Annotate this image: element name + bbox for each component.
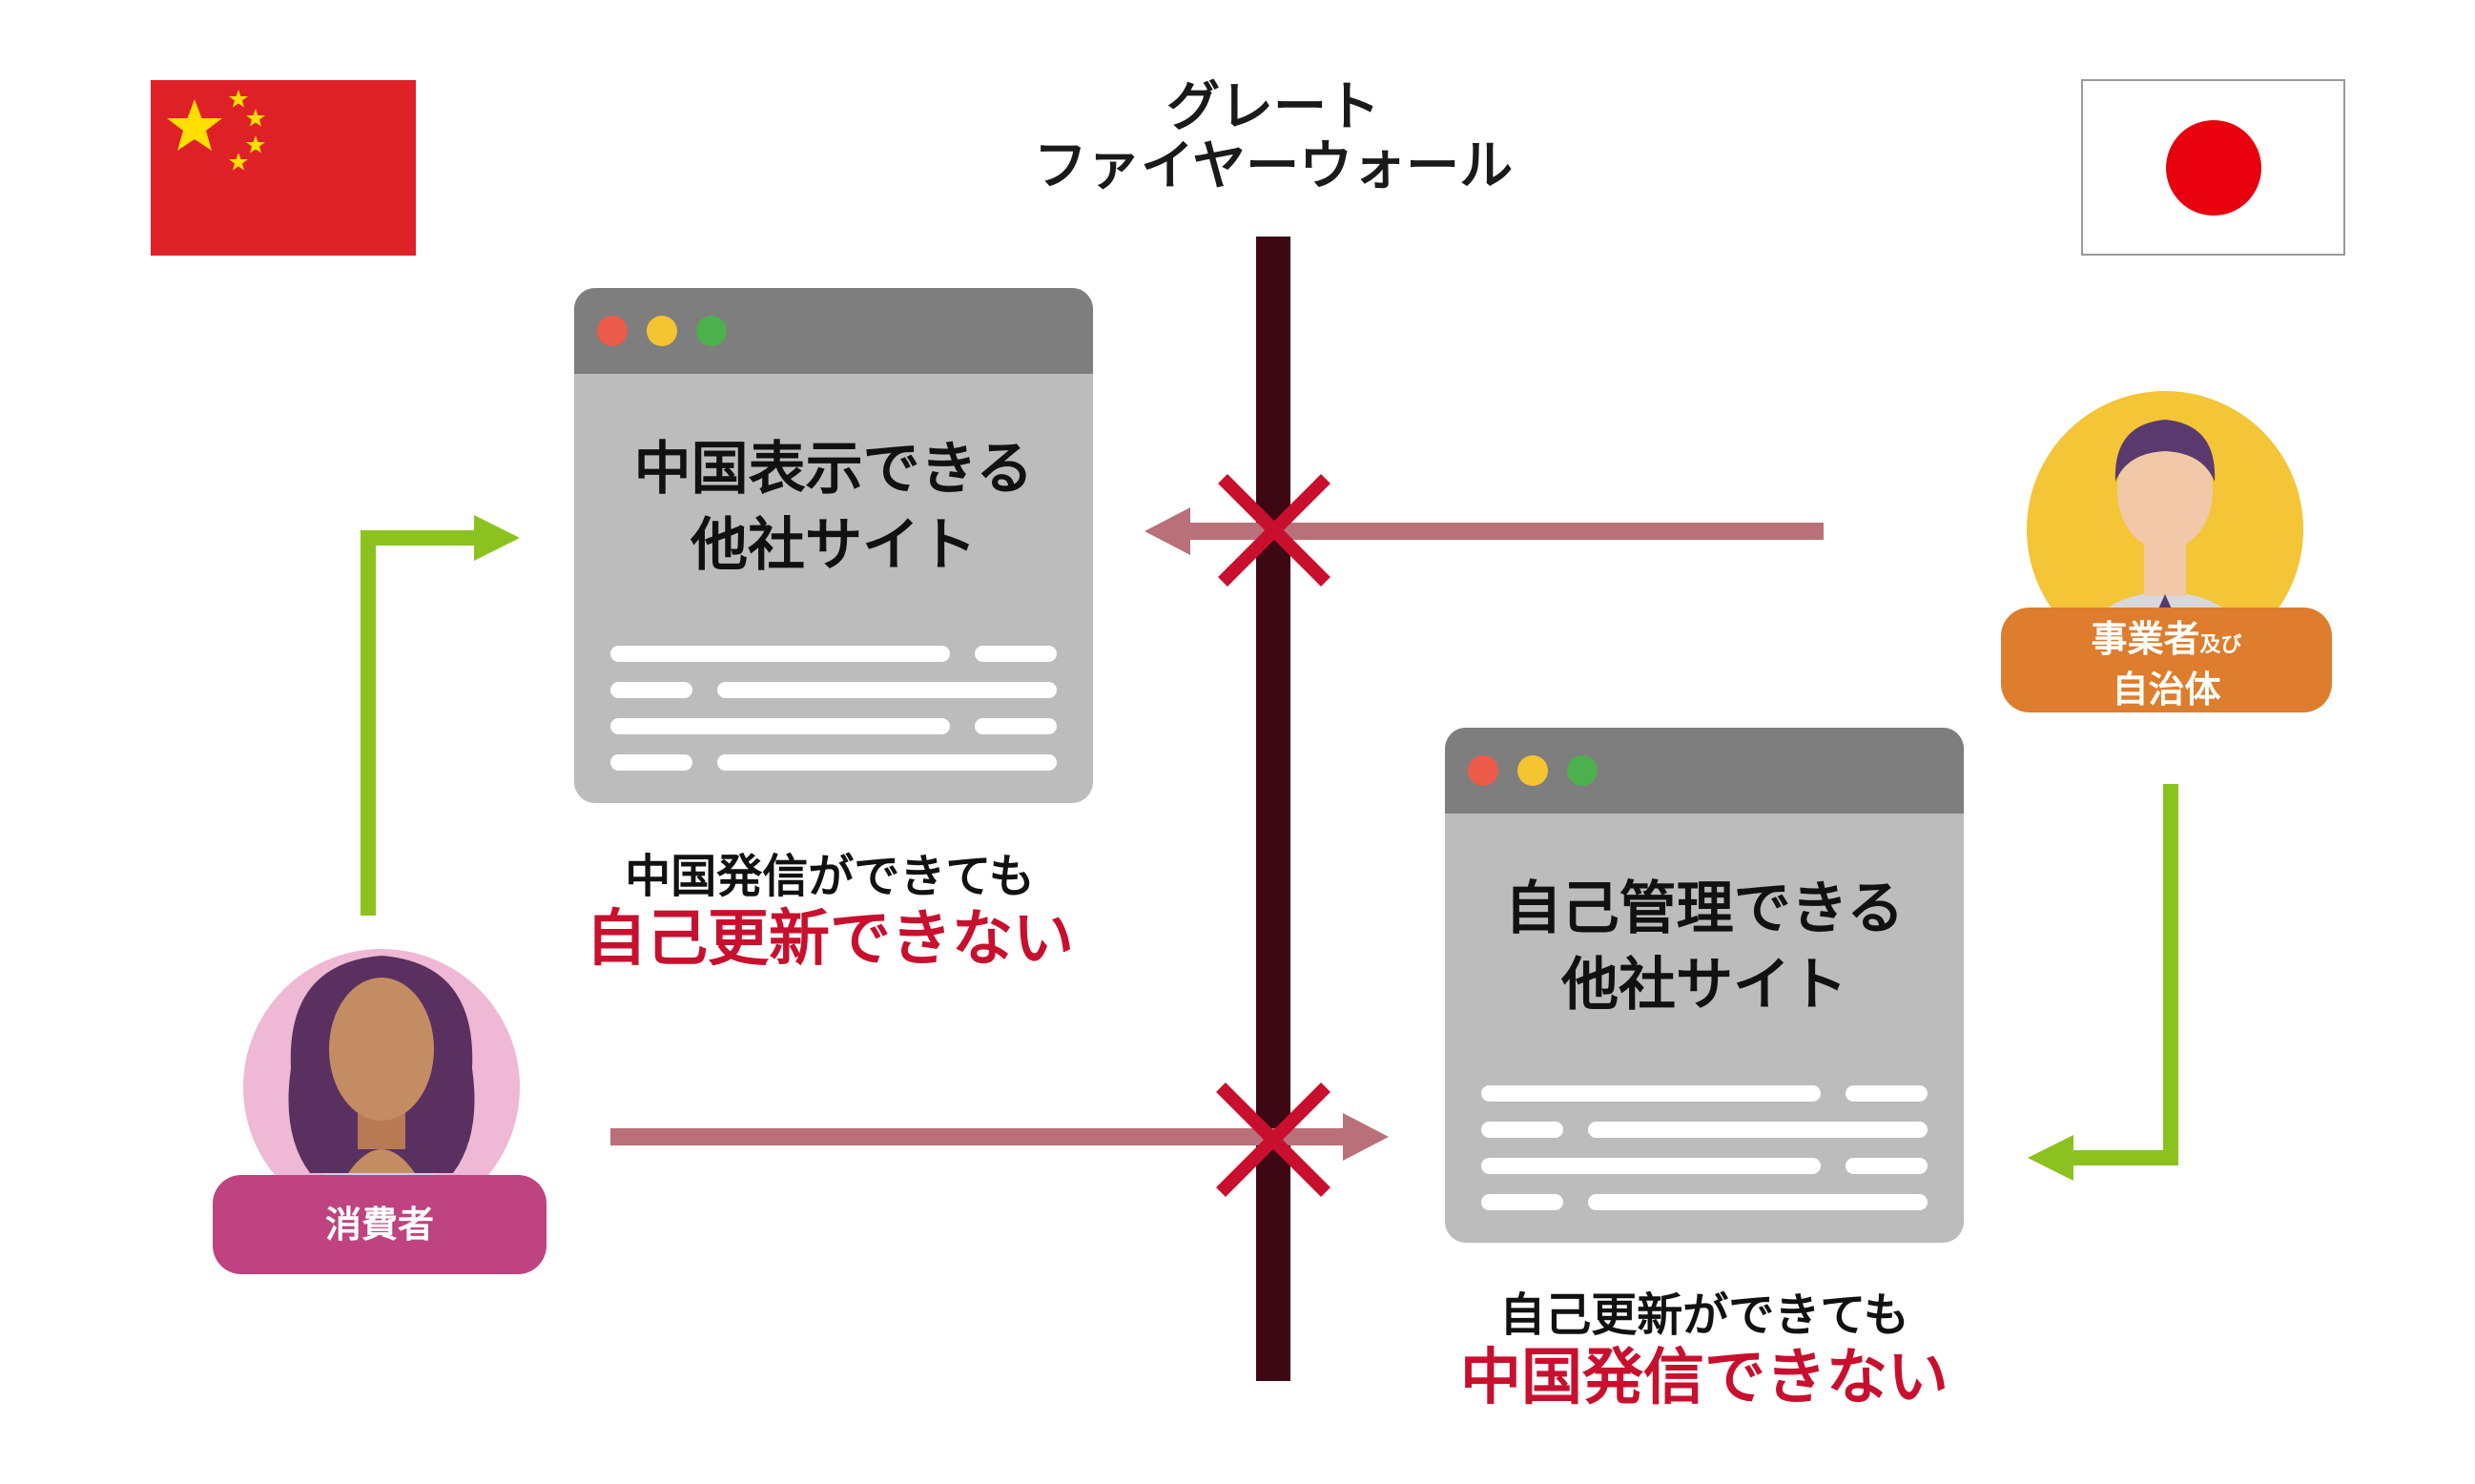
caption-china-site-warning: 自己更新できない	[586, 904, 1074, 975]
minimize-dot-icon	[647, 316, 677, 346]
maximize-dot-icon	[696, 316, 727, 346]
text-placeholder-line	[610, 718, 950, 734]
text-placeholder-line	[975, 646, 1057, 662]
text-placeholder-line	[610, 646, 950, 662]
caption-japan-site-warning: 中国発信できない	[1460, 1343, 1949, 1413]
japan-site-title: 自己管理できる 他社サイト	[1445, 871, 1964, 1023]
great-firewall-wall	[1256, 237, 1290, 1381]
text-placeholder-line	[1588, 1122, 1928, 1138]
japan-flag-sun-icon	[2166, 120, 2261, 216]
browser-title-bar	[574, 288, 1093, 374]
consumer-badge: 消費者	[213, 1175, 547, 1274]
business-label-line2: 自治体	[2112, 669, 2221, 711]
text-placeholder-line	[1846, 1158, 1928, 1174]
text-placeholder-line	[1481, 1122, 1563, 1138]
blocked-arrow-consumer-to-japan-site	[610, 1113, 1389, 1161]
text-placeholder-line	[610, 754, 692, 771]
business-badge: 事業者及び 自治体	[2001, 608, 2332, 712]
text-placeholder-line	[1481, 1194, 1563, 1210]
china-site-title-line2: 他社サイト	[691, 512, 977, 579]
china-site-browser-window: 中国表示できる 他社サイト	[574, 288, 1093, 803]
green-arrow-consumer-to-china-site	[361, 515, 520, 916]
text-placeholder-line	[717, 754, 1057, 771]
japan-site-title-line1: 自己管理できる	[1504, 876, 1905, 942]
blocked-x-mark-bottom-icon	[1216, 1082, 1330, 1197]
text-placeholder-line	[1588, 1194, 1928, 1210]
maximize-dot-icon	[1567, 755, 1598, 786]
text-placeholder-line	[975, 718, 1057, 734]
consumer-label: 消費者	[324, 1204, 434, 1246]
business-label-line1: 事業者及び	[2001, 617, 2332, 668]
firewall-title-line2: ファイヤーウォール	[1033, 135, 1514, 197]
china-site-title-line1: 中国表示できる	[633, 436, 1034, 503]
china-flag	[151, 80, 416, 256]
caption-china-site: 中国発信ができても 自己更新できない	[496, 849, 1164, 975]
business-label-small: 及び	[2199, 633, 2242, 657]
text-placeholder-line	[1481, 1085, 1821, 1102]
japan-site-browser-window: 自己管理できる 他社サイト	[1445, 728, 1964, 1243]
japan-site-title-line2: 他社サイト	[1561, 952, 1847, 1019]
green-arrow-business-to-japan-site	[2028, 784, 2178, 1181]
firewall-title: グレート ファイヤーウォール	[954, 78, 1593, 196]
text-placeholder-line	[610, 682, 692, 698]
china-flag-stars-icon	[167, 90, 265, 171]
close-dot-icon	[1468, 755, 1498, 786]
close-dot-icon	[597, 316, 628, 346]
blocked-x-mark-top-icon	[1218, 474, 1330, 587]
business-label-main: 事業者	[2091, 618, 2200, 660]
china-site-title: 中国表示できる 他社サイト	[574, 431, 1093, 584]
text-placeholder-line	[1846, 1085, 1928, 1102]
caption-japan-site-line1: 自己更新ができても	[1499, 1288, 1909, 1342]
caption-china-site-line1: 中国発信ができても	[625, 850, 1035, 903]
caption-japan-site: 自己更新ができても 中国発信できない	[1366, 1288, 2043, 1413]
consumer-avatar	[243, 949, 520, 1226]
japan-flag	[2081, 79, 2345, 256]
text-placeholder-line	[717, 682, 1057, 698]
text-placeholder-line	[1481, 1158, 1821, 1174]
browser-title-bar	[1445, 728, 1964, 814]
blocked-arrow-business-to-china-site	[1145, 507, 1824, 555]
firewall-title-line1: グレート	[1166, 76, 1380, 138]
minimize-dot-icon	[1517, 755, 1548, 786]
